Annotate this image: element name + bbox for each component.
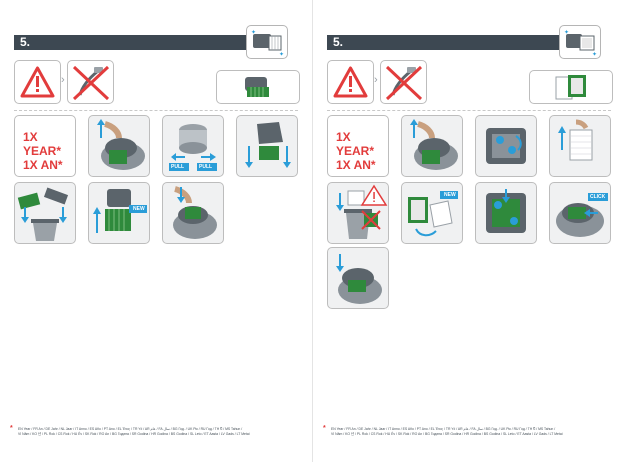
frequency-footnote: * EN Year / FR An / DE Jahr / NL Jaar / … xyxy=(331,427,611,437)
unplug-warning-icon xyxy=(327,60,374,104)
step-new-filter: NEW xyxy=(401,182,463,244)
step-discard-filter xyxy=(327,182,389,244)
footnote-line-2: VI Năm / KO 년 / PL Rok / CS Rok / HU Év … xyxy=(331,432,611,437)
svg-text:✦: ✦ xyxy=(592,51,597,58)
exhaust-filter-part xyxy=(529,70,613,104)
frequency-an: 1X AN* xyxy=(23,158,75,172)
instruction-page-left: 5. ✦✦ › 1X YEAR* xyxy=(0,0,312,462)
frequency-text: 1X YEAR* 1X AN* xyxy=(336,130,388,172)
frequency-tile: 1X YEAR* 1X AN* xyxy=(14,115,76,177)
filter-frame-icon: ✦✦ xyxy=(559,25,601,59)
filter-cassette-part xyxy=(216,70,300,104)
step-remove-cassette xyxy=(236,115,298,177)
step-open-lid xyxy=(401,115,463,177)
step-insert-frame xyxy=(475,182,537,244)
instruction-page-right: 5. ✦✦ › 1X YEAR* xyxy=(313,0,625,462)
step-discard-filter xyxy=(14,182,76,244)
footnote-line-2: VI Năm / KO 년 / PL Rok / CS Rok / HU Év … xyxy=(18,432,298,437)
section-divider xyxy=(327,110,611,111)
svg-text:✦: ✦ xyxy=(564,29,569,36)
step-release-clips xyxy=(475,115,537,177)
step-new-filter: NEW xyxy=(88,182,150,244)
new-tag: NEW xyxy=(133,206,145,212)
chevron-right-icon: › xyxy=(374,74,378,86)
new-tag: NEW xyxy=(444,192,456,198)
frequency-year: 1X YEAR* xyxy=(23,130,75,158)
step-click-close: CLICK xyxy=(549,182,611,244)
svg-text:✦: ✦ xyxy=(251,29,256,36)
chevron-right-icon: › xyxy=(61,74,65,86)
click-tag: CLICK xyxy=(590,194,605,200)
unplug-warning-icon xyxy=(14,60,61,104)
filter-cassette-icon: ✦✦ xyxy=(246,25,288,59)
pull-tag-1: PULL xyxy=(171,164,184,170)
step-number: 5. xyxy=(333,35,343,50)
step-lift-filter xyxy=(549,115,611,177)
frequency-tile: 1X YEAR* 1X AN* xyxy=(327,115,389,177)
pull-tag-2: PULL xyxy=(199,164,212,170)
step-pull-cassette: PULL PULL xyxy=(162,115,224,177)
step-number: 5. xyxy=(20,35,30,50)
svg-text:✦: ✦ xyxy=(279,51,284,58)
no-power-plug-icon xyxy=(380,60,427,104)
frequency-an: 1X AN* xyxy=(336,158,388,172)
footnote-star-icon: * xyxy=(323,426,326,431)
frequency-footnote: * EN Year / FR An / DE Jahr / NL Jaar / … xyxy=(18,427,298,437)
frequency-text: 1X YEAR* 1X AN* xyxy=(23,130,75,172)
footnote-star-icon: * xyxy=(10,426,13,431)
step-close-lid xyxy=(327,247,389,309)
step-insert-cassette xyxy=(162,182,224,244)
no-power-plug-icon xyxy=(67,60,114,104)
frequency-year: 1X YEAR* xyxy=(336,130,388,158)
section-divider xyxy=(14,110,298,111)
step-open-lid xyxy=(88,115,150,177)
